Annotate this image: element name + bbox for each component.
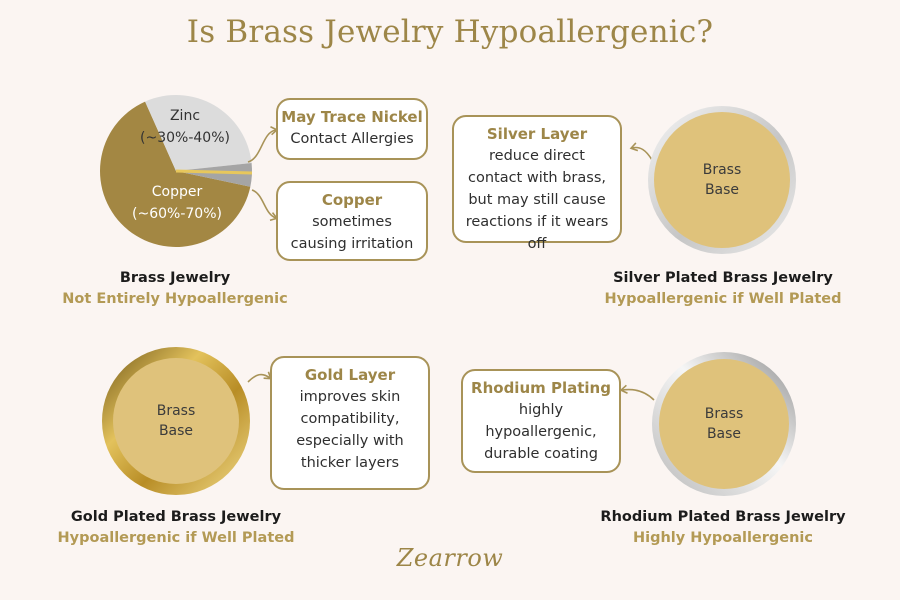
silver-box-body: reduce direct contact with brass, but ma… xyxy=(465,148,609,252)
nickel-box-body: Contact Allergies xyxy=(290,131,414,147)
brass-composition-pie xyxy=(100,95,253,247)
gold-box-heading: Gold Layer xyxy=(304,366,396,384)
rhodium-box-heading: Rhodium Plating xyxy=(471,379,611,397)
copper-box-body: sometimes causing irritation xyxy=(290,214,414,252)
brass-caption: Brass Jewelry Not Entirely Hypoallergeni… xyxy=(40,268,310,310)
zinc-name: Zinc xyxy=(169,108,201,124)
silver-plated-disc: Brass Base xyxy=(648,106,796,254)
brass-verdict: Not Entirely Hypoallergenic xyxy=(62,291,288,307)
zinc-label: Zinc (~30%-40%) xyxy=(135,105,235,149)
rhodium-disc-text: Brass Base xyxy=(704,406,744,442)
pie-slice-zinc xyxy=(145,95,252,171)
page-title: Is Brass Jewelry Hypoallergenic? xyxy=(186,14,714,50)
brass-name: Brass Jewelry xyxy=(119,270,231,286)
pie-accent-line xyxy=(175,169,253,175)
brass-base-core: Brass Base xyxy=(659,359,789,489)
silver-disc-text: Brass Base xyxy=(702,162,742,198)
silver-caption: Silver Plated Brass Jewelry Hypoallergen… xyxy=(588,268,858,310)
rhodium-verdict: Highly Hypoallergenic xyxy=(632,530,814,546)
brass-base-core: Brass Base xyxy=(654,112,790,248)
gold-box-body: improves skin compatibility, especially … xyxy=(296,389,404,471)
gold-layer-box: Gold Layer improves skin compatibility, … xyxy=(270,356,430,490)
rhodium-caption: Rhodium Plated Brass Jewelry Highly Hypo… xyxy=(588,507,858,549)
pie-slice-other xyxy=(176,163,253,187)
rhodium-name: Rhodium Plated Brass Jewelry xyxy=(600,509,846,525)
silver-name: Silver Plated Brass Jewelry xyxy=(613,270,833,286)
copper-name: Copper xyxy=(151,184,203,200)
gold-verdict: Hypoallergenic if Well Plated xyxy=(57,530,295,546)
pie-slice-copper xyxy=(100,101,251,247)
brass-base-core: Brass Base xyxy=(113,358,239,484)
rhodium-box-body: highly hypoallergenic, durable coating xyxy=(484,402,598,462)
brand-logo: Zearrow xyxy=(396,544,504,572)
nickel-box: May Trace Nickel Contact Allergies xyxy=(276,98,428,160)
gold-caption: Gold Plated Brass Jewelry Hypoallergenic… xyxy=(40,507,312,549)
arrow-rhodium-disc-to-box xyxy=(619,384,655,401)
rhodium-plating-box: Rhodium Plating highly hypoallergenic, d… xyxy=(461,369,621,473)
arrow-gold-disc-to-box xyxy=(247,371,272,383)
arrow-pie-to-copper xyxy=(251,189,279,221)
gold-plated-disc: Brass Base xyxy=(102,347,250,495)
zinc-range: (~30%-40%) xyxy=(140,130,230,146)
copper-label: Copper (~60%-70%) xyxy=(122,181,232,225)
arrow-pie-to-nickel xyxy=(247,126,279,163)
copper-box: Copper sometimes causing irritation xyxy=(276,181,428,261)
gold-name: Gold Plated Brass Jewelry xyxy=(70,509,282,525)
rhodium-plated-disc: Brass Base xyxy=(652,352,796,496)
silver-layer-box: Silver Layer reduce direct contact with … xyxy=(452,115,622,252)
copper-box-heading: Copper xyxy=(321,191,383,209)
silver-verdict: Hypoallergenic if Well Plated xyxy=(604,291,842,307)
arrow-silver-disc-to-box xyxy=(629,142,653,161)
gold-disc-text: Brass Base xyxy=(156,403,196,439)
copper-range: (~60%-70%) xyxy=(132,206,222,222)
silver-box-heading: Silver Layer xyxy=(486,125,588,143)
nickel-box-heading: May Trace Nickel xyxy=(281,108,423,126)
